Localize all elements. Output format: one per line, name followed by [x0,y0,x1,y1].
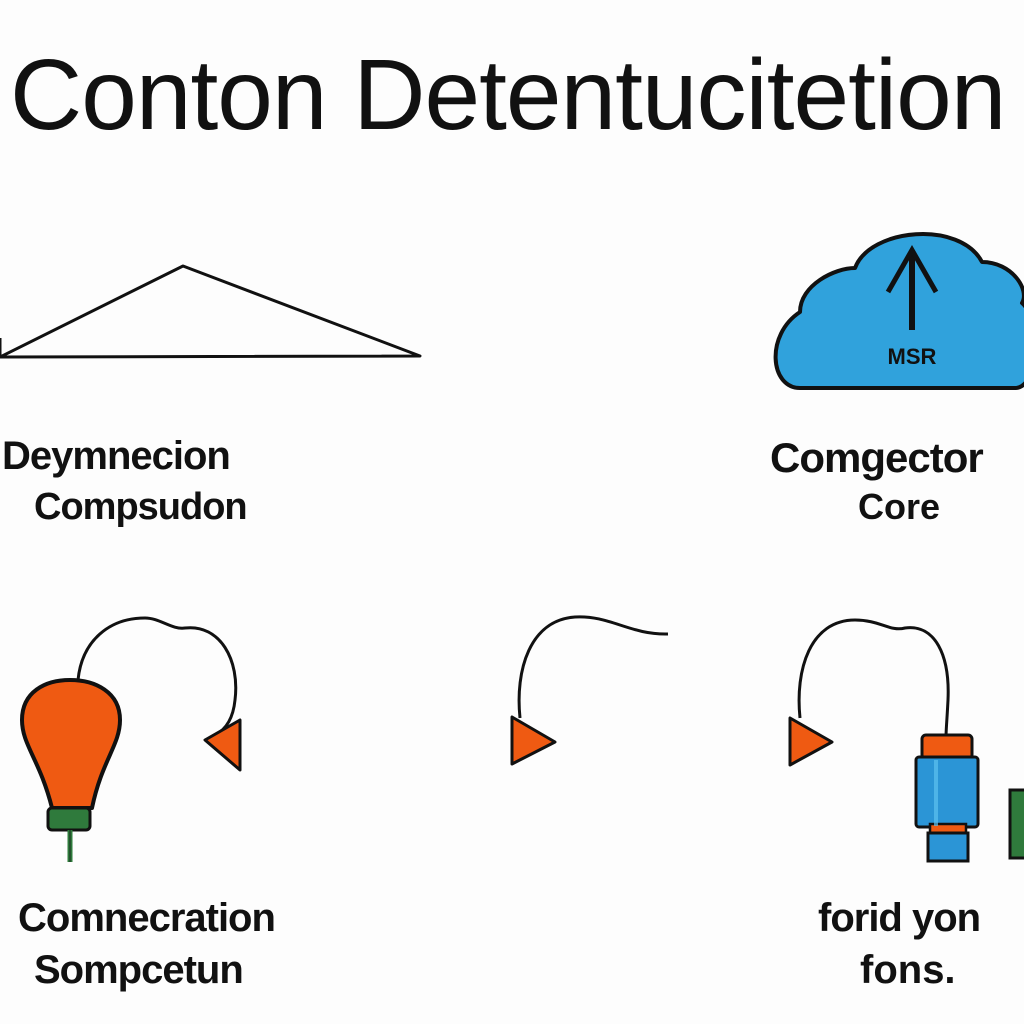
cloud-label-line1: Comgector [770,434,984,481]
cloud-badge: MSR [888,344,937,369]
cloud-label-line2: Core [858,486,941,527]
triangle-shape [0,264,422,359]
connector-arrow-2 [510,615,669,766]
triangle-label-line1: Deymnecion [2,434,231,478]
green-box-icon [1008,788,1024,860]
page-title: Conton Detentucitetion [10,40,1006,150]
connector-label-line1: forid yon [818,896,981,940]
connector-arrow-3 [788,618,950,767]
connector-label-line2: fons. [860,948,956,992]
connector-arrow-1 [76,616,242,772]
triangle-label-line2: Compsudon [34,486,248,528]
lightbulb-icon [20,678,122,862]
cloud-upload-icon [773,232,1024,390]
plug-connector-icon [914,733,980,863]
bulb-label-line2: Sompcetun [34,948,244,992]
bulb-label-line1: Comnecration [18,896,276,940]
